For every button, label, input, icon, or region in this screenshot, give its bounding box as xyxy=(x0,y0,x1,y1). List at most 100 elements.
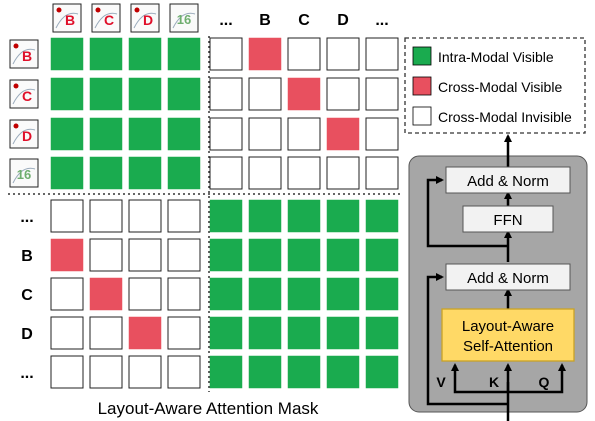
mask-cell xyxy=(326,77,360,111)
text-token-row-header: ... xyxy=(20,209,33,226)
input-v-line xyxy=(451,363,508,394)
mask-cell xyxy=(209,316,243,350)
mask-cell xyxy=(287,277,321,311)
input-v-label: V xyxy=(436,374,446,390)
mask-cell xyxy=(128,277,162,311)
thumbnail-marker-dot xyxy=(134,7,140,13)
mask-cell xyxy=(248,277,282,311)
text-token-row-header: ... xyxy=(20,365,33,382)
thumbnail-frame xyxy=(130,3,160,33)
thumbnail-sketch xyxy=(12,167,36,184)
ffn-label: FFN xyxy=(493,212,522,229)
transformer-block: Add & Norm FFN Add & Norm Layout-Aware S… xyxy=(408,134,588,421)
mask-cell xyxy=(326,37,360,71)
image-token-thumbnail: 16 xyxy=(9,158,39,188)
mask-cell xyxy=(50,238,84,272)
legend-swatch-cross-invisible xyxy=(412,106,432,126)
mask-cell xyxy=(50,277,84,311)
mask-cell xyxy=(287,238,321,272)
add-norm-top-label: Add & Norm xyxy=(467,173,549,190)
thumbnail-letter: B xyxy=(65,12,75,28)
thumbnail-sketch xyxy=(133,12,157,29)
legend-swatch-cross-visible xyxy=(412,76,432,96)
mask-cell xyxy=(326,238,360,272)
mask-cell xyxy=(209,117,243,151)
mask-cell xyxy=(89,277,123,311)
mask-cell xyxy=(50,199,84,233)
attention-label-line2: Self-Attention xyxy=(463,338,553,355)
thumbnail-sketch xyxy=(12,48,36,65)
thumbnail-letter: D xyxy=(22,128,32,144)
thumbnail-frame xyxy=(169,3,199,33)
thumbnail-sketch xyxy=(172,12,196,29)
mask-cell xyxy=(128,316,162,350)
image-token-thumbnail: D xyxy=(130,3,160,33)
thumbnail-marker-dot xyxy=(13,83,19,89)
text-token-row-header: D xyxy=(21,326,33,343)
mask-cell xyxy=(50,355,84,389)
text-token-row-header: B xyxy=(21,248,33,265)
image-token-thumbnail: C xyxy=(91,3,121,33)
mask-cell xyxy=(209,37,243,71)
thumbnail-letter: B xyxy=(22,48,32,64)
thumbnail-letter: D xyxy=(143,12,153,28)
thumbnail-number: 16 xyxy=(177,12,191,27)
thumbnail-letter: C xyxy=(22,88,32,104)
mask-cell xyxy=(365,199,399,233)
mask-cell xyxy=(365,277,399,311)
ffn-box xyxy=(462,205,554,233)
mask-cell xyxy=(248,37,282,71)
add-norm-bottom-label: Add & Norm xyxy=(467,270,549,287)
mask-cell xyxy=(167,238,201,272)
add-norm-bottom-box xyxy=(445,263,571,291)
mask-cell xyxy=(89,37,123,71)
mask-cell xyxy=(248,117,282,151)
image-token-thumbnail: 16 xyxy=(169,3,199,33)
input-k-label: K xyxy=(489,374,499,390)
text-token-column-header: ... xyxy=(219,12,232,29)
mask-cell xyxy=(50,316,84,350)
mask-cell xyxy=(50,117,84,151)
thumbnail-marker-dot xyxy=(13,123,19,129)
text-token-column-header: ... xyxy=(375,12,388,29)
legend-label-cross-visible: Cross-Modal Visible xyxy=(438,79,562,95)
mask-cell xyxy=(128,238,162,272)
mask-cell xyxy=(167,156,201,190)
mask-cell xyxy=(209,355,243,389)
mask-cell xyxy=(365,355,399,389)
mask-cell xyxy=(209,77,243,111)
mask-cell xyxy=(167,77,201,111)
mask-cell xyxy=(89,199,123,233)
mask-cell xyxy=(287,77,321,111)
mask-cell xyxy=(209,238,243,272)
thumbnail-marker-dot xyxy=(13,43,19,49)
mask-cell xyxy=(89,316,123,350)
mask-cell xyxy=(287,316,321,350)
mask-cell xyxy=(365,77,399,111)
attention-box xyxy=(441,308,575,362)
mask-cell xyxy=(128,355,162,389)
text-token-row-header: C xyxy=(21,287,33,304)
residual-top xyxy=(426,176,508,248)
mask-cell xyxy=(167,316,201,350)
mask-cell xyxy=(209,199,243,233)
column-headers: B C D 16... B C D... xyxy=(52,3,389,33)
mask-cell xyxy=(209,277,243,311)
thumbnail-letter: C xyxy=(104,12,114,28)
text-token-column-header: B xyxy=(259,12,271,29)
mask-cell xyxy=(326,199,360,233)
mask-cell xyxy=(128,117,162,151)
mask-cell xyxy=(248,77,282,111)
thumbnail-sketch xyxy=(55,12,79,29)
thumbnail-marker-dot xyxy=(56,7,62,13)
image-token-thumbnail: D xyxy=(9,119,39,149)
mask-cell xyxy=(248,238,282,272)
mask-cell xyxy=(50,156,84,190)
mask-cell xyxy=(287,156,321,190)
add-norm-top-box xyxy=(445,166,571,194)
mask-cell xyxy=(89,238,123,272)
text-token-column-header: D xyxy=(337,12,349,29)
text-token-column-header: C xyxy=(298,12,310,29)
mask-cell xyxy=(287,117,321,151)
